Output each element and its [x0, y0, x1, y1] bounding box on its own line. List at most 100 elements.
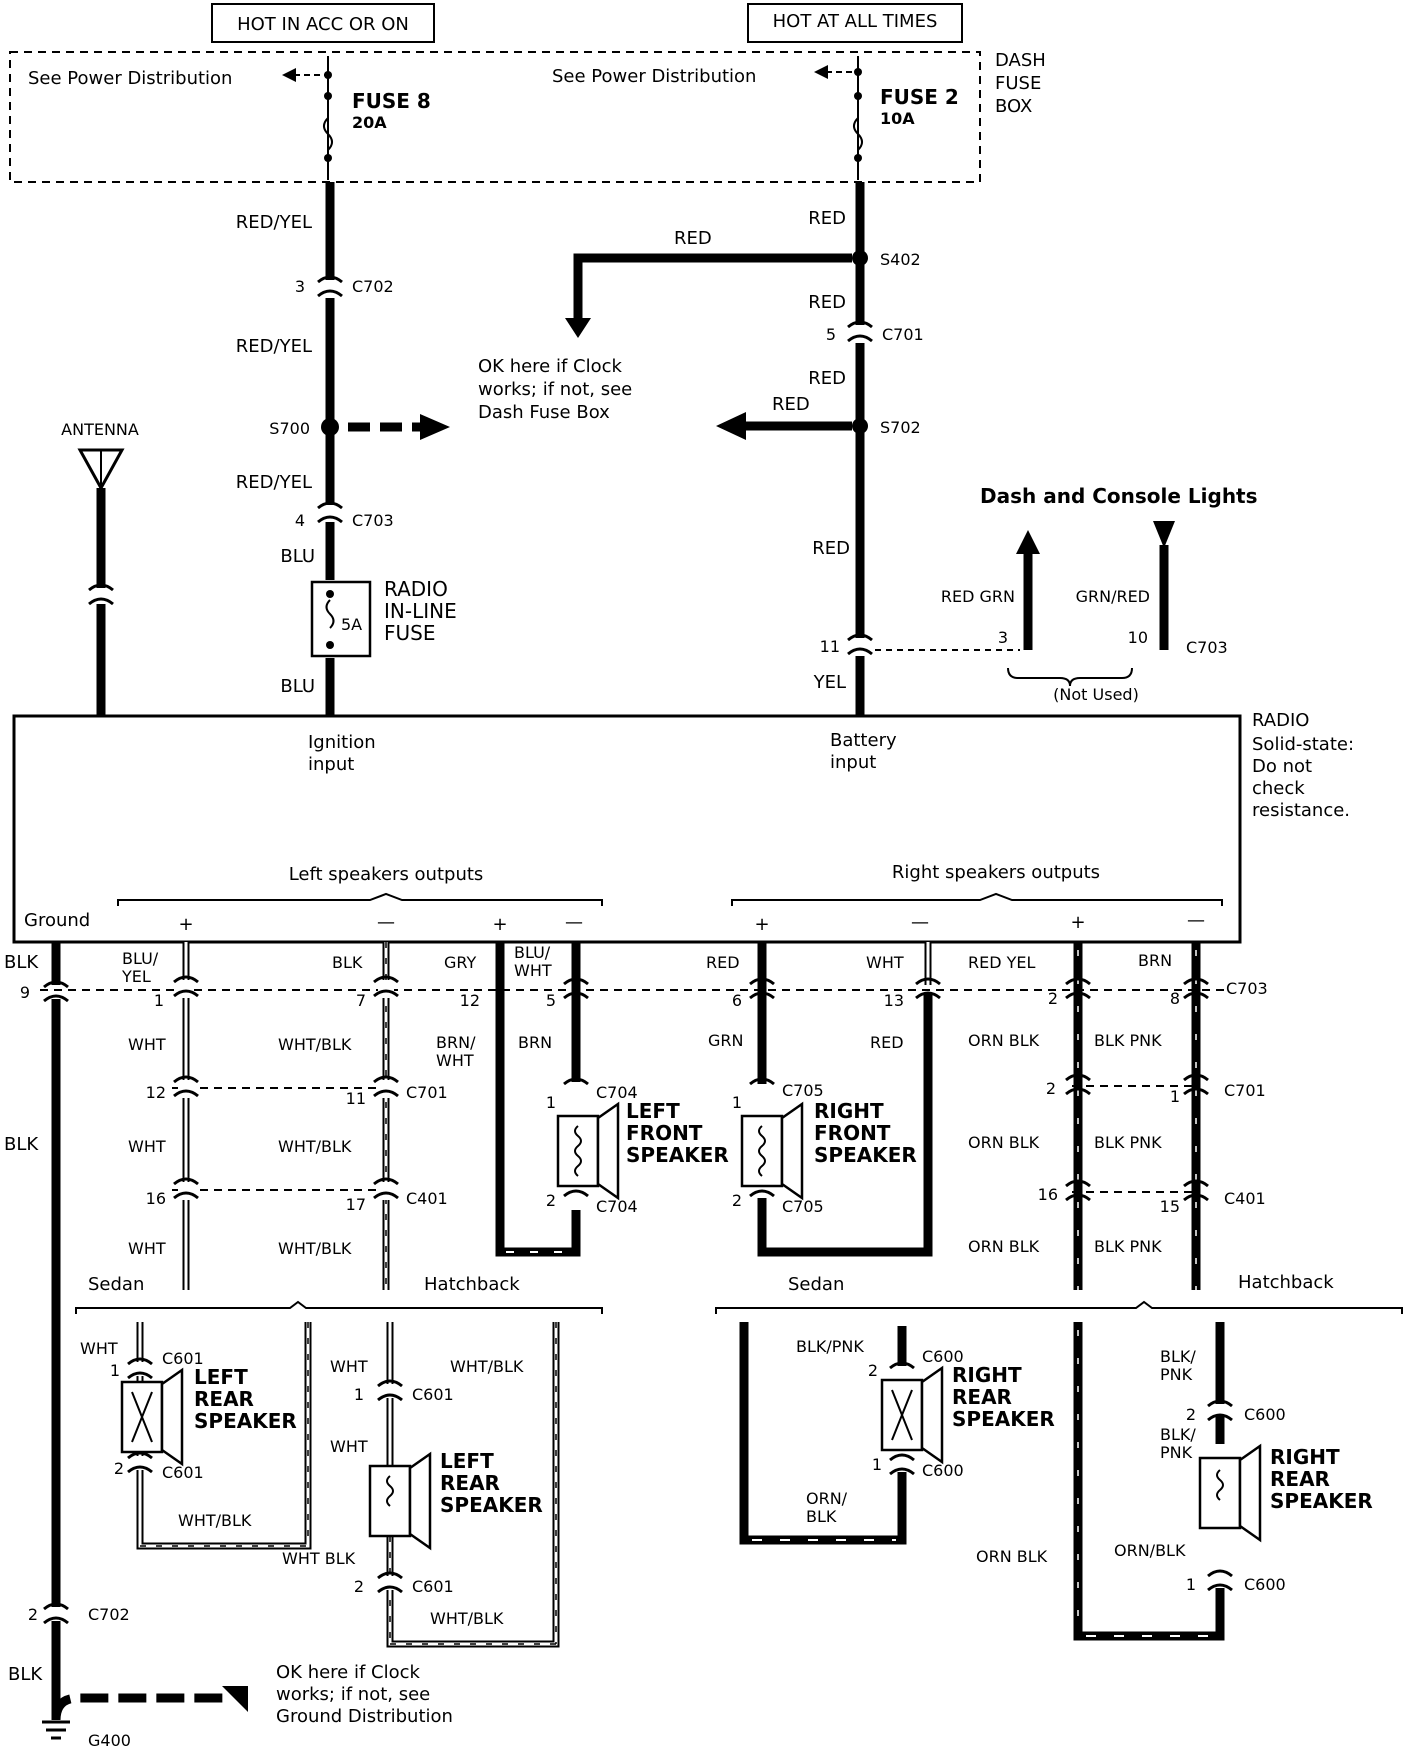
ground-wire-blk-2: BLK	[4, 1134, 39, 1155]
lrs-name-1: LEFT	[194, 1365, 248, 1389]
minus-1: —	[377, 912, 395, 933]
rrh-pin1: 1	[1186, 1575, 1196, 1594]
rrh-name-3: SPEAKER	[1270, 1489, 1373, 1513]
wire-brn: BRN	[518, 1033, 552, 1052]
c703-pin-ignition: 4	[295, 511, 305, 530]
c701-pin-battery: 5	[826, 325, 836, 344]
pin-703-12: 12	[460, 991, 480, 1010]
rrh-wire-mid-2: PNK	[1160, 1443, 1193, 1462]
arrow-left-icon	[282, 68, 296, 82]
rrh-wire-top-2: PNK	[1160, 1365, 1193, 1384]
wire-blu-yel-top-1: BLU/	[122, 949, 159, 968]
radio-box	[12, 714, 1242, 944]
rrh-conn-bot: C600	[1244, 1575, 1286, 1594]
wire-blk-pnk-1: BLK PNK	[1094, 1031, 1162, 1050]
pin-703-1: 1	[154, 991, 164, 1010]
rrs-bottom-wire-2: BLK	[806, 1507, 837, 1526]
pin-703-5: 5	[546, 991, 556, 1010]
c703-harness-label: C703	[1226, 979, 1268, 998]
s700-label: S700	[269, 419, 310, 438]
rfs-pin1: 1	[732, 1093, 742, 1112]
lfs-name-2: FRONT	[626, 1121, 703, 1145]
wire-red-1: RED	[808, 208, 846, 229]
lrh-name-1: LEFT	[440, 1449, 494, 1473]
wire-blk-pnk-3: BLK PNK	[1094, 1237, 1162, 1256]
c701-harness-right: C701	[1224, 1081, 1266, 1100]
lfs-name-3: SPEAKER	[626, 1143, 729, 1167]
wire-wht-blk-2: WHT/BLK	[278, 1137, 352, 1156]
lrs-name-3: SPEAKER	[194, 1409, 297, 1433]
hot-acc-on-label: HOT IN ACC OR ON	[237, 14, 409, 35]
clock-note-1: OK here if Clock	[478, 356, 623, 377]
s702-label: S702	[880, 418, 921, 437]
left-hatch-label: Hatchback	[424, 1274, 520, 1295]
rrs-bottom-wire-1: ORN/	[806, 1489, 848, 1508]
radio-note-4: resistance.	[1252, 800, 1350, 821]
wire-blu-2: BLU	[280, 676, 315, 697]
c401-harness-left: C401	[406, 1189, 448, 1208]
wire-blu-wht-top-1: BLU/	[514, 943, 551, 962]
wire-red-yel-1: RED/YEL	[236, 212, 312, 233]
hot-all-times-label: HOT AT ALL TIMES	[773, 11, 938, 32]
lrs-name-2: REAR	[194, 1387, 254, 1411]
inline-fuse-rating: 5A	[341, 615, 362, 634]
radio-title: RADIO	[1252, 710, 1309, 731]
wire-brn-wht-1: BRN/	[436, 1033, 476, 1052]
inline-fuse-label-2: IN-LINE	[384, 599, 457, 623]
plus-2: +	[492, 914, 507, 935]
wire-blu-wht-top-2: WHT	[514, 961, 552, 980]
rfs-conn-top: C705	[782, 1081, 824, 1100]
wire-wht-blk-3: WHT/BLK	[278, 1239, 352, 1258]
wire-blk-pnk-2: BLK PNK	[1094, 1133, 1162, 1152]
plus-4: +	[1070, 912, 1085, 933]
c401-harness-right: C401	[1224, 1189, 1266, 1208]
arrow-down-icon	[565, 318, 591, 338]
pin-401-16-right: 16	[1038, 1185, 1058, 1204]
dash-wire-left: RED GRN	[941, 587, 1015, 606]
wire-wht-top: WHT	[866, 953, 904, 972]
wire-red-3: RED	[808, 368, 846, 389]
ignition-input-1: Ignition	[308, 732, 376, 753]
rrh-name-2: REAR	[1270, 1467, 1330, 1491]
pin-703-8: 8	[1170, 989, 1180, 1008]
pin-401-15: 15	[1160, 1197, 1180, 1216]
not-used-label: (Not Used)	[1053, 685, 1139, 704]
lrh-wire-blk-top: WHT/BLK	[450, 1357, 524, 1376]
fuse-2-symbol	[853, 117, 863, 151]
wire-red-4: RED	[812, 538, 850, 559]
dash-lights-title: Dash and Console Lights	[980, 484, 1258, 508]
arrow-right-icon	[420, 414, 450, 440]
dash-wire-right: GRN/RED	[1076, 587, 1150, 606]
wire-red-yel-2: RED/YEL	[236, 336, 312, 357]
branch-red-label: RED	[674, 228, 712, 249]
wire-yel-top-2: YEL	[121, 967, 151, 986]
ground-note-3: Ground Distribution	[276, 1706, 453, 1727]
ground-pin-9: 9	[20, 983, 30, 1002]
fuse-2-name: FUSE 2	[880, 85, 959, 109]
c701-label-battery: C701	[882, 325, 924, 344]
splice-s700	[321, 418, 339, 436]
left-rear-hatch-speaker-icon	[368, 1464, 412, 1538]
lrh-wire-blk-left: WHT BLK	[282, 1549, 356, 1568]
ground-label: Ground	[24, 910, 90, 931]
rrh-wire-mid-1: BLK/	[1160, 1425, 1196, 1444]
lrh-name-3: SPEAKER	[440, 1493, 543, 1517]
wire-blu-1: BLU	[280, 546, 315, 567]
wire-gry-top: GRY	[444, 953, 476, 972]
left-front-speaker-icon	[556, 1114, 600, 1188]
minus-3: —	[911, 912, 929, 933]
inline-fuse-label-3: FUSE	[384, 621, 435, 645]
c702-pin: 3	[295, 277, 305, 296]
lrh-conn1: C601	[412, 1385, 454, 1404]
rrs-name-3: SPEAKER	[952, 1407, 1055, 1431]
wire-wht-3: WHT	[128, 1239, 166, 1258]
radio-note-2: Do not	[1252, 756, 1312, 777]
arrow-left-icon	[814, 65, 828, 79]
hot-all-times-box	[747, 3, 963, 43]
wire-red-yel-top: RED YEL	[968, 953, 1036, 972]
lfs-conn-top: C704	[596, 1083, 638, 1102]
pin-703-2: 2	[1048, 989, 1058, 1008]
fuse-2-rating: 10A	[880, 109, 915, 128]
lrh-pin2: 2	[354, 1577, 364, 1596]
fuse-8-name: FUSE 8	[352, 89, 431, 113]
